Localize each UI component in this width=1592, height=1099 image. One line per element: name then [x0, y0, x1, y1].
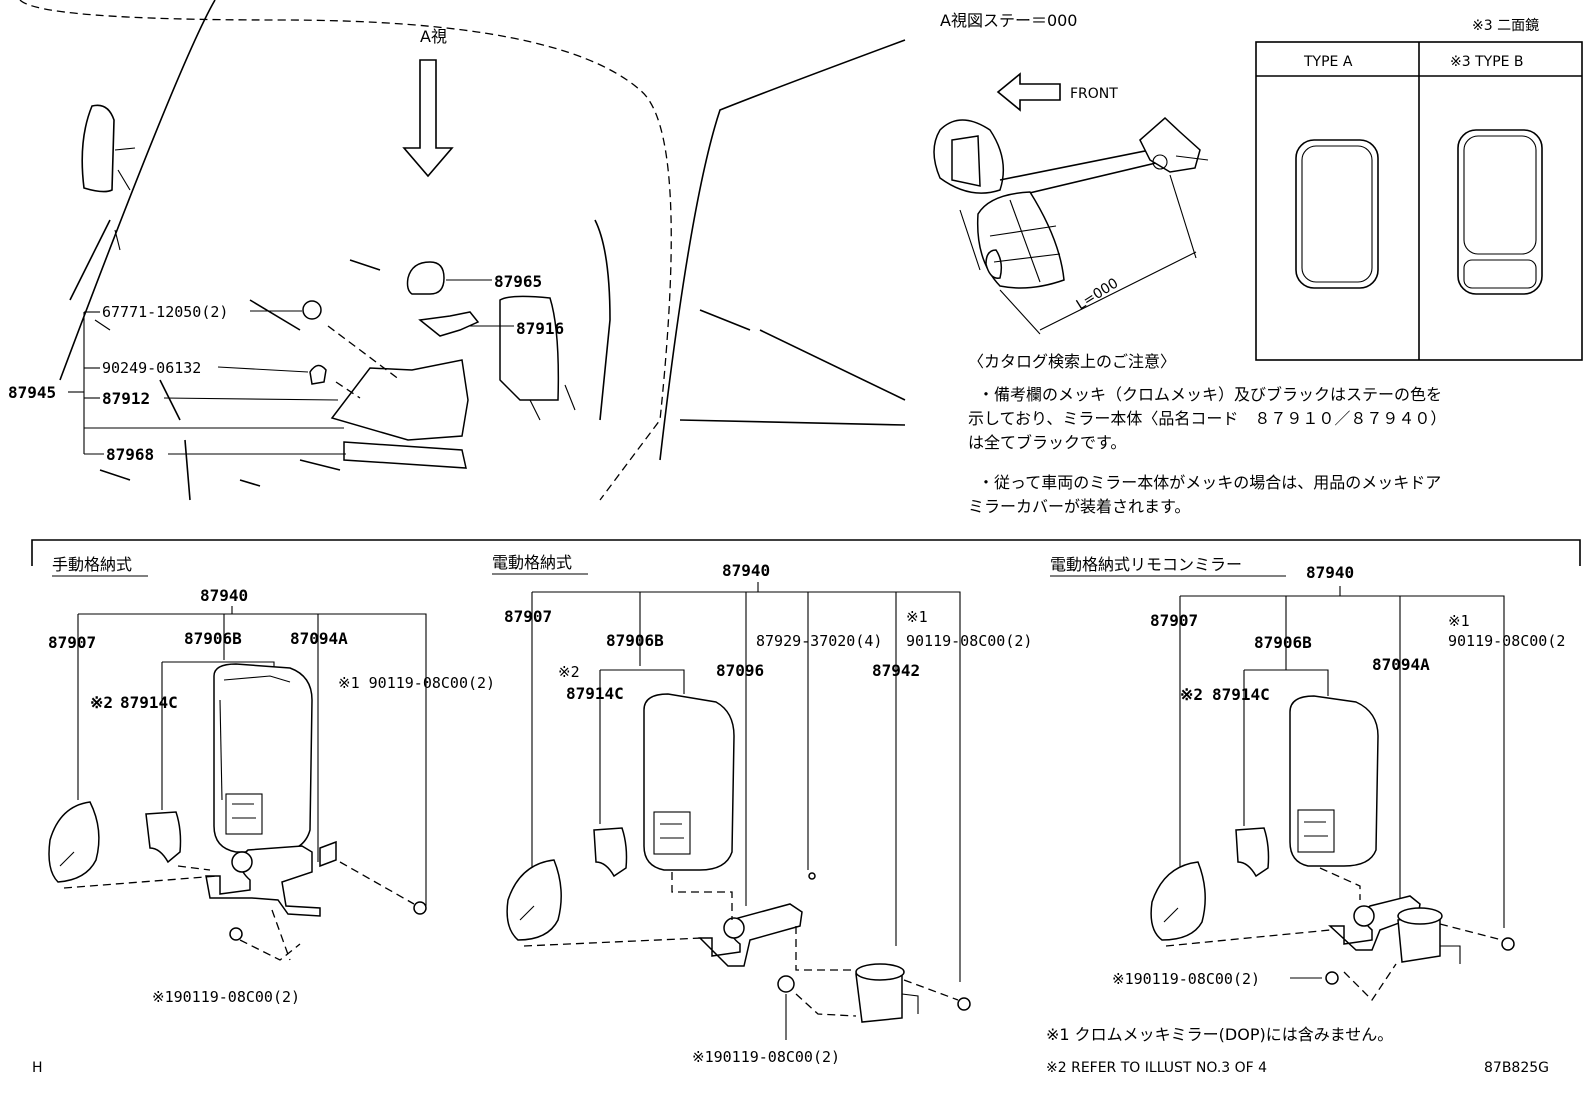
callouts-top-left: 87965 87916 87945 67771-12050(2) 90249-0…	[8, 272, 564, 464]
mirror-type-box: ※3 二面鏡 TYPE A ※3 TYPE B	[1255, 18, 1583, 361]
manual-mirror-body	[213, 663, 313, 853]
manual-label-87914C-mark: ※2	[90, 693, 113, 712]
label-90249: 90249-06132	[102, 359, 201, 377]
footnotes: ※1 クロムメッキミラー(DOP)には含みません。 ※2 REFER TO IL…	[32, 1025, 1549, 1076]
front-label: FRONT	[1070, 86, 1118, 102]
note-line-2: 示しており、ミラー本体〈品名コード ８７９１０／８７９４０）	[968, 409, 1446, 428]
drawing-code: 87B825G	[1484, 1060, 1549, 1076]
section-divider	[31, 539, 1581, 566]
manual-title: 手動格納式	[52, 555, 132, 574]
part-87912-cover	[330, 359, 469, 441]
type-box-header: ※3 二面鏡	[1472, 18, 1539, 34]
footnote-2: ※2 REFER TO ILLUST NO.3 OF 4	[1046, 1060, 1267, 1076]
clip-90249	[309, 364, 327, 385]
part-87965-cap	[406, 261, 445, 295]
electric-label-90119-bottom: ※190119-08C00(2)	[692, 1048, 840, 1066]
front-arrow-icon	[996, 72, 1061, 112]
electric-bolt-right	[957, 997, 971, 1011]
remote-label-87906B: 87906B	[1254, 633, 1312, 652]
manual-stay	[205, 845, 321, 917]
note-line-1: ・備考欄のメッキ（クロムメッキ）及びブラックはステーの色を	[978, 385, 1442, 404]
part-87916-clip	[418, 311, 480, 337]
electric-label-87929: 87929-37020(4)	[756, 632, 882, 650]
corner-mark: H	[32, 1060, 43, 1076]
type-b-mirror-lower	[1463, 259, 1537, 289]
manual-label-87940: 87940	[200, 586, 248, 605]
electric-label-87914C: 87914C	[566, 684, 624, 703]
part-87968-trim	[343, 441, 467, 469]
electric-bolt-left	[777, 975, 795, 993]
label-87916: 87916	[516, 319, 564, 338]
electric-title: 電動格納式	[492, 553, 572, 572]
section-manual: 手動格納式 87940 87907 87906B 87094A ※1 90119…	[48, 555, 495, 1006]
remote-label-90119-bottom: ※190119-08C00(2)	[1112, 970, 1260, 988]
remote-bolt-right	[1501, 937, 1515, 951]
electric-label-87914C-mark: ※2	[558, 663, 580, 681]
remote-mirror-glass	[1150, 861, 1206, 941]
clip-67771	[302, 300, 322, 320]
note-line-4: ・従って車両のミラー本体がメッキの場合は、用品のメッキドア	[978, 473, 1441, 492]
type-a-mirror-inner	[1301, 145, 1373, 283]
manual-label-87914C: 87914C	[120, 693, 178, 712]
a-view-label: A視	[420, 27, 447, 46]
section-remote: 電動格納式リモコンミラー 87940 87907 87906B ※1 90119…	[1050, 555, 1565, 1002]
note-line-3: は全てブラックです。	[968, 433, 1126, 452]
type-b-mirror-upper	[1463, 135, 1537, 255]
remote-label-87907: 87907	[1150, 611, 1198, 630]
note-heading: 〈カタログ検索上のご注意〉	[968, 352, 1176, 371]
type-a-label: TYPE A	[1303, 54, 1353, 70]
label-87945: 87945	[8, 383, 56, 402]
manual-label-87907: 87907	[48, 633, 96, 652]
remote-title: 電動格納式リモコンミラー	[1050, 555, 1242, 574]
manual-label-87906B: 87906B	[184, 629, 242, 648]
electric-label-87907: 87907	[504, 607, 552, 626]
a-view-arrow: A視	[402, 27, 454, 178]
electric-screw	[808, 872, 816, 880]
electric-mirror-body	[643, 693, 735, 871]
manual-label-90119-bottom: ※190119-08C00(2)	[152, 988, 300, 1006]
type-b-label: ※3 TYPE B	[1450, 54, 1524, 70]
electric-label-90119-top: 90119-08C00(2)	[906, 632, 1032, 650]
footnote-1: ※1 クロムメッキミラー(DOP)には含みません。	[1046, 1025, 1393, 1044]
remote-label-90119-top-mark: ※1	[1448, 612, 1470, 630]
part-mirror-side	[499, 295, 560, 401]
electric-label-87940: 87940	[722, 561, 770, 580]
remote-label-87914C-mark: ※2	[1180, 685, 1203, 704]
remote-label-87914C: 87914C	[1212, 685, 1270, 704]
electric-label-87942: 87942	[872, 661, 920, 680]
remote-mirror-body	[1289, 695, 1379, 867]
manual-bolt-right	[413, 901, 427, 915]
vehicle-outline	[19, 0, 906, 501]
catalog-note: 〈カタログ検索上のご注意〉 ・備考欄のメッキ（クロムメッキ）及びブラックはステー…	[968, 352, 1446, 516]
electric-cover	[593, 827, 628, 878]
remote-label-87094A: 87094A	[1372, 655, 1430, 674]
manual-bolt-bottom	[229, 927, 243, 941]
remote-label-90119-top: 90119-08C00(2	[1448, 632, 1565, 650]
electric-label-87096: 87096	[716, 661, 764, 680]
bracket-parts	[302, 261, 576, 469]
label-67771: 67771-12050(2)	[102, 303, 228, 321]
electric-stay	[698, 903, 803, 967]
remote-label-87940: 87940	[1306, 563, 1354, 582]
manual-cover	[145, 811, 182, 864]
manual-label-87094A: 87094A	[290, 629, 348, 648]
length-label: L=000	[1074, 275, 1122, 313]
a-view-title: A視図ステー＝000	[940, 11, 1078, 30]
a-view-detail: A視図ステー＝000 FRONT L=000	[933, 11, 1209, 335]
electric-label-90119-top-mark: ※1	[906, 608, 928, 626]
label-87968: 87968	[106, 445, 154, 464]
type-a-mirror-outer	[1295, 139, 1379, 289]
electric-label-87906B: 87906B	[606, 631, 664, 650]
manual-label-90119-top: ※1 90119-08C00(2)	[338, 674, 495, 692]
remote-cover	[1235, 827, 1270, 878]
type-b-mirror-outer	[1457, 129, 1543, 295]
note-line-5: ミラーカバーが装着されます。	[968, 497, 1190, 516]
label-87912: 87912	[102, 389, 150, 408]
label-87965: 87965	[494, 272, 542, 291]
manual-mirror-glass	[48, 801, 100, 883]
electric-mirror-glass	[506, 859, 562, 941]
section-electric: 電動格納式 87940 87907 87906B 87929-37020(4) …	[492, 553, 1032, 1066]
remote-bolt-bottom	[1325, 971, 1339, 985]
